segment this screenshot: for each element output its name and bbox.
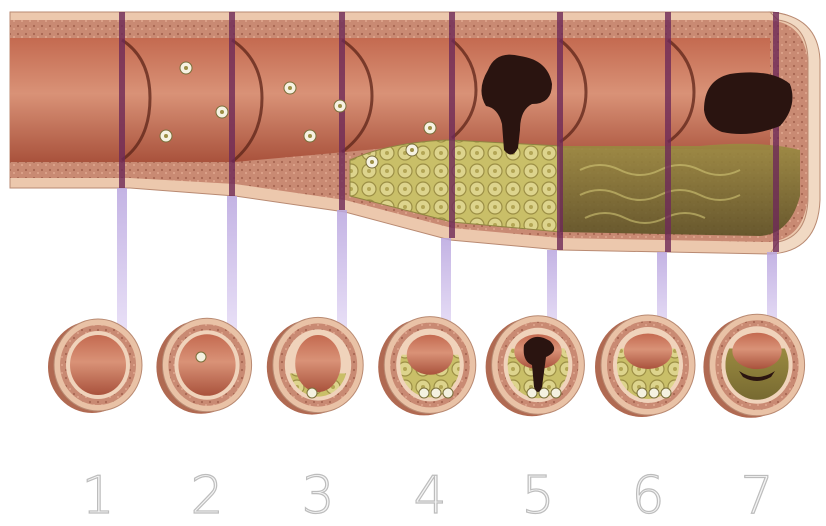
foam-cell-nucleus xyxy=(220,110,224,114)
foam-cell xyxy=(637,388,647,398)
stage-label-4: 4 xyxy=(390,468,470,524)
cross-section-6 xyxy=(595,315,695,436)
foam-cell-nucleus xyxy=(428,126,432,130)
connector-3 xyxy=(337,210,347,335)
foam-cell-nucleus xyxy=(184,66,188,70)
foam-cell-nucleus xyxy=(288,86,292,90)
foam-cell-nucleus xyxy=(410,148,414,152)
foam-cell xyxy=(307,388,317,398)
stage-label-3: 3 xyxy=(278,468,358,524)
artery-longitudinal xyxy=(10,12,820,254)
foam-cell xyxy=(661,388,671,398)
stage-label-5: 5 xyxy=(498,468,578,524)
stage-label-2: 2 xyxy=(167,468,247,524)
stage-label-6: 6 xyxy=(608,468,688,524)
cross-sections xyxy=(48,314,805,456)
foam-cell-nucleus xyxy=(370,160,374,164)
cross-section-4 xyxy=(378,317,476,440)
cross-section-5 xyxy=(486,316,585,435)
lumen xyxy=(407,335,453,375)
foam-cell xyxy=(551,388,561,398)
cross-section-1 xyxy=(48,319,142,413)
connector-2 xyxy=(227,196,237,335)
foam-cell xyxy=(431,388,441,398)
stage-label-7: 7 xyxy=(717,468,797,524)
lumen xyxy=(70,335,126,395)
lumen xyxy=(295,335,341,392)
foam-cell-nucleus xyxy=(164,134,168,138)
cross-section-2 xyxy=(156,318,251,414)
foam-cell-nucleus xyxy=(338,104,342,108)
connector-1 xyxy=(117,188,127,335)
lumen xyxy=(732,333,781,369)
foam-cell-nucleus xyxy=(308,134,312,138)
foam-cell xyxy=(196,352,206,362)
cross-section-3 xyxy=(267,317,363,456)
foam-cell xyxy=(443,388,453,398)
cross-section-7 xyxy=(703,314,804,438)
lumen xyxy=(178,334,235,396)
foam-cell xyxy=(649,388,659,398)
lumen xyxy=(624,333,672,369)
thrombus-stage-7 xyxy=(704,72,792,134)
stage-label-1: 1 xyxy=(58,468,138,524)
foam-cell xyxy=(419,388,429,398)
